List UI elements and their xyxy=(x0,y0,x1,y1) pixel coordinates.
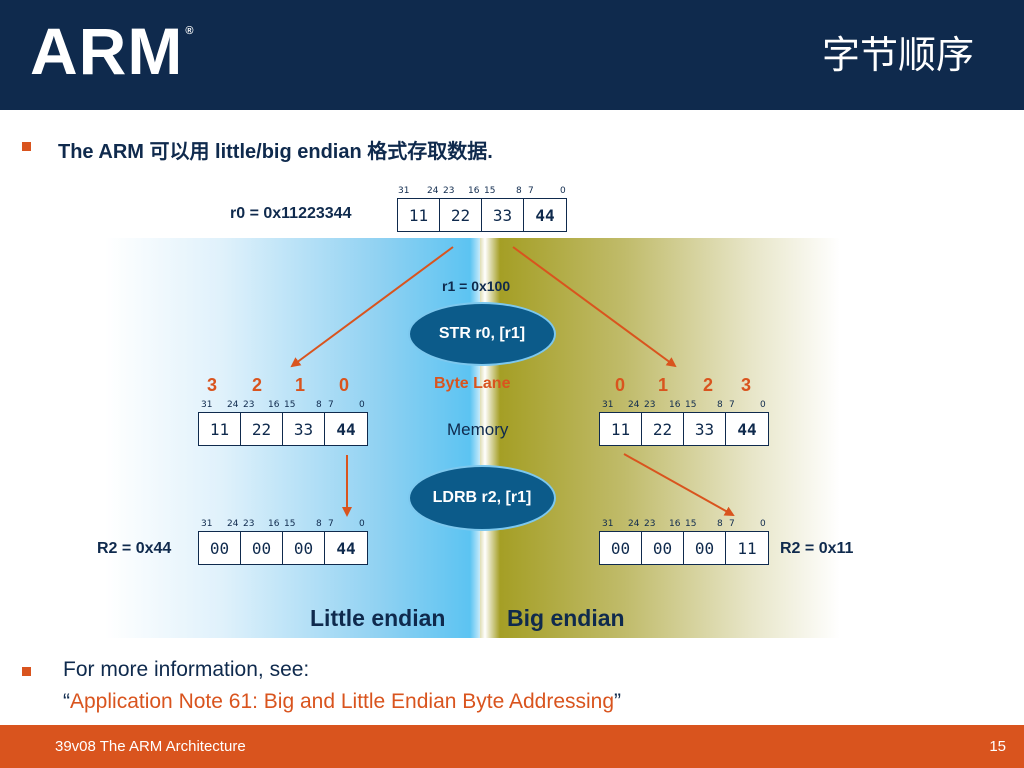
little-lane-3: 3 xyxy=(207,375,218,395)
byte-lane-label: Byte Lane xyxy=(434,375,511,392)
big-memory-word: 11 22 33 44 xyxy=(599,412,769,446)
r1-label: r1 = 0x100 xyxy=(442,278,511,294)
footer-course-label: 39v08 The ARM Architecture xyxy=(55,738,246,755)
big-mem-byte-3: 44 xyxy=(737,419,757,439)
little-lane-0: 0 xyxy=(339,375,350,395)
r0-register: 11 22 33 44 xyxy=(397,198,567,232)
r0-label: r0 = 0x11223344 xyxy=(230,205,352,222)
r0-byte-2: 22 xyxy=(440,199,482,231)
arm-logo: ARM® xyxy=(30,18,194,84)
little-r2-byte-1: 00 xyxy=(283,532,325,564)
big-lane-2: 2 xyxy=(703,375,714,395)
r0-byte-3: 11 xyxy=(398,199,440,231)
app-note-link[interactable]: Application Note 61: Big and Little Endi… xyxy=(70,690,615,713)
r0-byte-0: 44 xyxy=(535,205,555,225)
bullet-square-icon-2 xyxy=(22,667,31,676)
slide-header xyxy=(0,0,1024,110)
little-mem-byte-2: 22 xyxy=(241,413,283,445)
big-r2-label: R2 = 0x11 xyxy=(780,540,854,557)
open-quote: “ xyxy=(63,690,70,713)
little-mem-byte-0: 44 xyxy=(336,419,356,439)
little-mem-byte-3: 11 xyxy=(199,413,241,445)
arrow-to-little-memory xyxy=(290,246,454,368)
memory-label: Memory xyxy=(447,420,509,439)
big-r2-register: 00 00 00 11 xyxy=(599,531,769,565)
big-mem-byte-1: 22 xyxy=(642,413,684,445)
big-lane-3: 3 xyxy=(741,375,752,395)
little-r2-byte-3: 00 xyxy=(199,532,241,564)
registered-mark: ® xyxy=(185,25,195,37)
logo-text: ARM xyxy=(30,14,184,88)
little-memory-word: 11 22 33 44 xyxy=(198,412,368,446)
page-number: 15 xyxy=(989,738,1006,755)
big-r2-byte-2: 00 xyxy=(684,532,726,564)
little-r2-register: 00 00 00 44 xyxy=(198,531,368,565)
big-mem-byte-2: 33 xyxy=(684,413,726,445)
big-lane-1: 1 xyxy=(658,375,669,395)
bullet-square-icon xyxy=(22,142,31,151)
bullet-text-1: The ARM 可以用 little/big endian 格式存取数据. xyxy=(58,141,493,163)
str-instruction: STR r0, [r1] xyxy=(408,302,556,366)
little-r2-byte-0: 44 xyxy=(336,538,356,558)
little-r2-label: R2 = 0x44 xyxy=(97,540,172,557)
close-quote: ” xyxy=(614,690,622,713)
little-endian-caption: Little endian xyxy=(310,605,446,631)
big-r2-byte-3: 11 xyxy=(737,538,757,558)
arrow-to-big-memory xyxy=(512,246,677,368)
little-mem-byte-1: 33 xyxy=(283,413,325,445)
big-r2-byte-1: 00 xyxy=(642,532,684,564)
little-lane-2: 2 xyxy=(252,375,263,395)
big-endian-caption: Big endian xyxy=(507,605,625,631)
more-info-text: For more information, see: xyxy=(63,658,310,681)
arrow-big-load xyxy=(623,453,735,516)
big-mem-byte-0: 11 xyxy=(600,413,642,445)
slide-title: 字节顺序 xyxy=(821,33,974,77)
slide-footer xyxy=(0,725,1024,768)
r0-byte-1: 33 xyxy=(482,199,524,231)
big-lane-0: 0 xyxy=(615,375,626,395)
little-lane-1: 1 xyxy=(295,375,306,395)
big-r2-byte-0: 00 xyxy=(600,532,642,564)
reference-line: “Application Note 61: Big and Little End… xyxy=(63,690,621,714)
little-r2-byte-2: 00 xyxy=(241,532,283,564)
ldrb-instruction: LDRB r2, [r1] xyxy=(408,465,556,531)
